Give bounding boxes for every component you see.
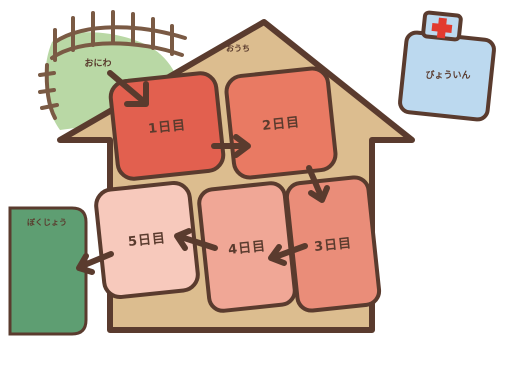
farm-label: ぼくじょう [27, 217, 67, 227]
farm-area [8, 206, 88, 336]
farm: ぼくじょう [8, 206, 88, 336]
hospital-label: びょういん [425, 69, 470, 81]
room-day-4-box [197, 181, 297, 313]
arrow-day4-to-day5-icon [174, 228, 218, 251]
arrow-day1-to-day2-icon [211, 134, 251, 158]
arrow-day5-to-farm-icon [76, 251, 114, 275]
room-day-5-box [94, 180, 200, 300]
arrow-garden-to-day1-icon [107, 70, 149, 107]
room-day-3: 3日目 [284, 175, 382, 313]
house-label: おうち [226, 44, 250, 53]
room-day-1-label: 1日目 [147, 118, 186, 137]
arrow-day3-to-day4-icon [268, 243, 308, 266]
room-day-5: 5日目 [94, 180, 200, 300]
room-day-2: 2日目 [224, 66, 338, 180]
room-day-3-label: 3日目 [313, 236, 352, 255]
room-day-5-label: 5日目 [127, 231, 166, 250]
room-day-2-box [224, 66, 338, 180]
arrows [76, 70, 330, 275]
room-day-4: 4日目 [197, 181, 297, 313]
garden-label: おにわ [84, 58, 111, 69]
hospital: びょういん [398, 10, 496, 122]
room-day-4-label: 4日目 [227, 239, 266, 258]
garden-fence [38, 10, 187, 120]
room-day-2-label: 2日目 [261, 115, 300, 134]
arrow-day2-to-day3-icon [306, 165, 330, 203]
red-cross-icon [431, 17, 453, 39]
